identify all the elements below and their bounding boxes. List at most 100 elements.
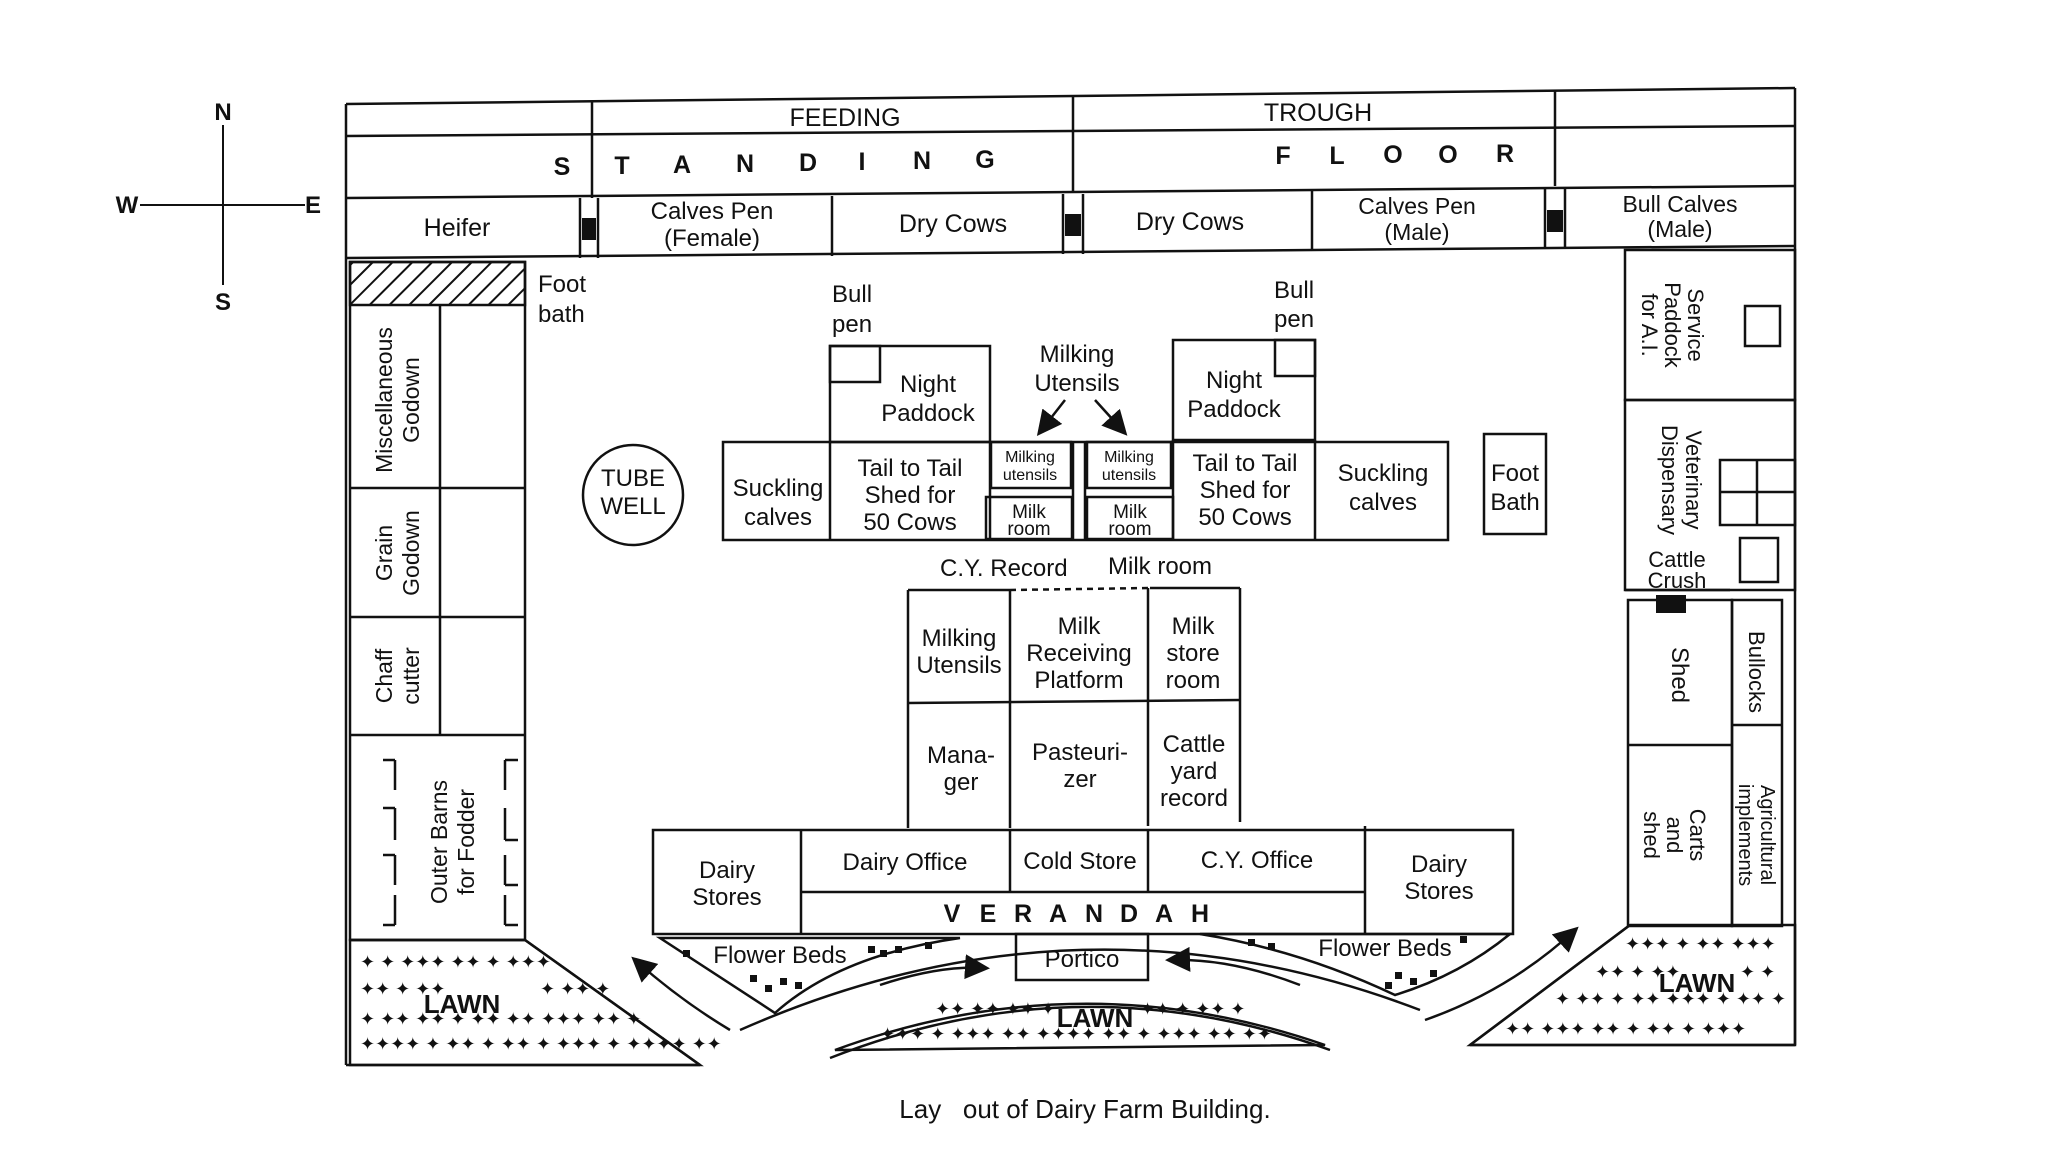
- standing-letter: G: [975, 146, 994, 174]
- milk-store-room-label: room: [1166, 667, 1221, 694]
- foot-bath-label: Foot: [538, 271, 586, 298]
- tube-well: [581, 443, 685, 547]
- milk-room-left-label: Milk: [1012, 502, 1046, 523]
- verandah-letter: V: [944, 900, 961, 928]
- milk-room-right-label: Milk: [1113, 502, 1147, 523]
- trough-label: TROUGH: [1264, 99, 1372, 127]
- callout-arrows: [1036, 399, 1128, 436]
- night-paddock-left-label: Night: [900, 371, 956, 398]
- verandah-letter: E: [980, 900, 997, 928]
- gate-center: [1065, 214, 1081, 236]
- misc-godown-text: Miscellaneous: [371, 327, 397, 473]
- tail-shed-left-label: Shed for: [865, 482, 956, 509]
- flower-beds-left-label: Flower Beds: [713, 942, 846, 969]
- lawn-stipple-mark: ✦✦ ✦ ✦✦: [1595, 962, 1680, 982]
- lawn-stipple-mark: ✦✦ ✦ ✦✦: [360, 979, 445, 999]
- lawn-right-label: LAWN: [1659, 968, 1736, 998]
- dairy-stores-left-label: Stores: [692, 884, 761, 911]
- outer-barns-outline: [383, 758, 518, 927]
- flower-bed-left: [655, 936, 961, 1015]
- portico-walls: [1014, 932, 1150, 982]
- foot-bath-right-label: Bath: [1490, 489, 1539, 516]
- small-milking-utensils-right: utensils: [1102, 467, 1156, 484]
- lawn-stipple-mark: ✦✦✦ ✦ ✦✦✦ ✦✦ ✦✦✦✦ ✦✦ ✦ ✦✦✦ ✦✦ ✦✦: [880, 1024, 1272, 1044]
- verandah-letter: R: [1014, 900, 1032, 928]
- agri-implements-label: Agricultural implements: [1734, 784, 1778, 886]
- service-paddock-text: for A.I.: [1637, 293, 1662, 357]
- milk-receiving-label: Receiving: [1026, 640, 1131, 667]
- heifer-pen-label: Heifer: [424, 214, 491, 242]
- service-paddock-label: Service Paddock for A.I.: [1637, 282, 1708, 369]
- gate-right: [1547, 210, 1563, 232]
- calves-female-label: Calves Pen: [651, 198, 774, 225]
- lawn-right-outline: [1466, 923, 1797, 1047]
- flower-bed-right: [1199, 932, 1514, 997]
- milking-utensils-callout: Utensils: [1034, 370, 1119, 397]
- compass: [140, 125, 305, 285]
- cattle-crush-label: Crush: [1648, 568, 1707, 593]
- dairy-office-label: Dairy Office: [843, 849, 968, 876]
- misc-godown-text: Godown: [398, 357, 424, 443]
- dry-cows-right-label: Dry Cows: [1136, 208, 1244, 236]
- lawn-stipple-mark: ✦✦✦ ✦ ✦✦ ✦✦✦: [1625, 934, 1776, 954]
- right-column-walls: [1623, 248, 1797, 928]
- bull-calves-label: Bull Calves: [1622, 191, 1737, 217]
- hatched-foot-bath-strip: [348, 260, 527, 307]
- tail-shed-right-label: Shed for: [1200, 477, 1291, 504]
- cy-record-label: C.Y. Record: [940, 555, 1068, 582]
- dairy-stores-right-label: Stores: [1404, 878, 1473, 905]
- dry-cows-left-label: Dry Cows: [899, 210, 1007, 238]
- lawn-stipple-mark: ✦✦✦✦ ✦ ✦✦ ✦ ✦✦ ✦ ✦✦✦ ✦ ✦✦✦✦ ✦✦: [360, 1034, 722, 1054]
- lawn-stipple-mark: ✦✦ ✦✦✦ ✦✦ ✦ ✦✦ ✦ ✦✦✦: [1505, 1019, 1746, 1039]
- lawn-center-outline: [834, 1002, 1326, 1052]
- verandah-letter: D: [1120, 900, 1138, 928]
- suckling-right-label: Suckling: [1338, 460, 1429, 487]
- suckling-right-label: calves: [1349, 489, 1417, 516]
- veterinary-label: Veterinary Dispensary: [1657, 425, 1706, 535]
- milk-store-room-label: store: [1166, 640, 1219, 667]
- feeding-label: FEEDING: [789, 104, 900, 132]
- floor-letter: O: [1438, 141, 1457, 169]
- outer-barns-label: Outer Barns for Fodder: [426, 780, 479, 904]
- pasteurizer-label: Pasteuri-: [1032, 739, 1128, 766]
- bullocks-text: Bullocks: [1744, 631, 1769, 713]
- floor-letter: R: [1496, 140, 1514, 168]
- standing-letter: D: [799, 149, 817, 177]
- cattle-yard-record-label: yard: [1171, 758, 1218, 785]
- service-paddock-text: Service: [1683, 288, 1708, 361]
- service-paddock-text: Paddock: [1660, 282, 1685, 369]
- grain-godown-label: Grain Godown: [371, 510, 424, 596]
- milk-room-right-label: room: [1108, 519, 1151, 540]
- lawn-stipple-mark: ✦ ✦: [1740, 962, 1775, 982]
- cattle-yard-record-label: record: [1160, 785, 1228, 812]
- cattle-crush-label: Cattle: [1648, 547, 1705, 572]
- shed-text: Shed: [1666, 647, 1693, 703]
- bullocks-label: Bullocks: [1744, 631, 1769, 713]
- manager-label: Mana-: [927, 742, 995, 769]
- bull-pen-right-label: pen: [1274, 306, 1314, 333]
- gate-left: [582, 218, 596, 240]
- bull-calves-label: (Male): [1647, 216, 1712, 242]
- tube-well-label: TUBE: [601, 465, 665, 492]
- lawn-left-outline: [348, 938, 704, 1067]
- milking-utensils-block-label: Milking: [922, 625, 997, 652]
- standing-letter: A: [673, 151, 691, 179]
- carts-shed-text: Carts: [1685, 809, 1710, 862]
- lawn-stipple-mark: ✦ ✦✦ ✦: [540, 979, 610, 999]
- standing-letter: I: [859, 148, 866, 176]
- lawn-stipple: ✦ ✦ ✦✦✦ ✦✦ ✦ ✦✦✦ ✦✦ ✦ ✦✦ ✦ ✦✦ ✦ ✦ ✦✦ ✦✦ …: [360, 934, 1786, 1054]
- milk-store-room-label: Milk: [1172, 613, 1216, 640]
- lawn-stipple-mark: ✦✦ ✦ ✦✦ ✦: [1140, 999, 1246, 1019]
- cattle-yard-record-label: Cattle: [1163, 731, 1226, 758]
- small-milking-utensils-left: utensils: [1003, 467, 1057, 484]
- lawn-stipple-mark: ✦ ✦✦ ✦ ✦✦ ✦✦✦ ✦ ✦✦ ✦: [1555, 989, 1786, 1009]
- veterinary-text: Veterinary: [1681, 430, 1706, 529]
- agri-implements-text: implements: [1734, 784, 1756, 886]
- floor-letter: L: [1329, 142, 1344, 170]
- small-milking-utensils-left: Milking: [1005, 449, 1055, 466]
- verandah-letter: H: [1191, 900, 1209, 928]
- carts-shed-label: Carts and shed: [1639, 809, 1710, 862]
- bull-pen-left-label: Bull: [832, 281, 872, 308]
- carts-shed-text: and: [1662, 817, 1687, 854]
